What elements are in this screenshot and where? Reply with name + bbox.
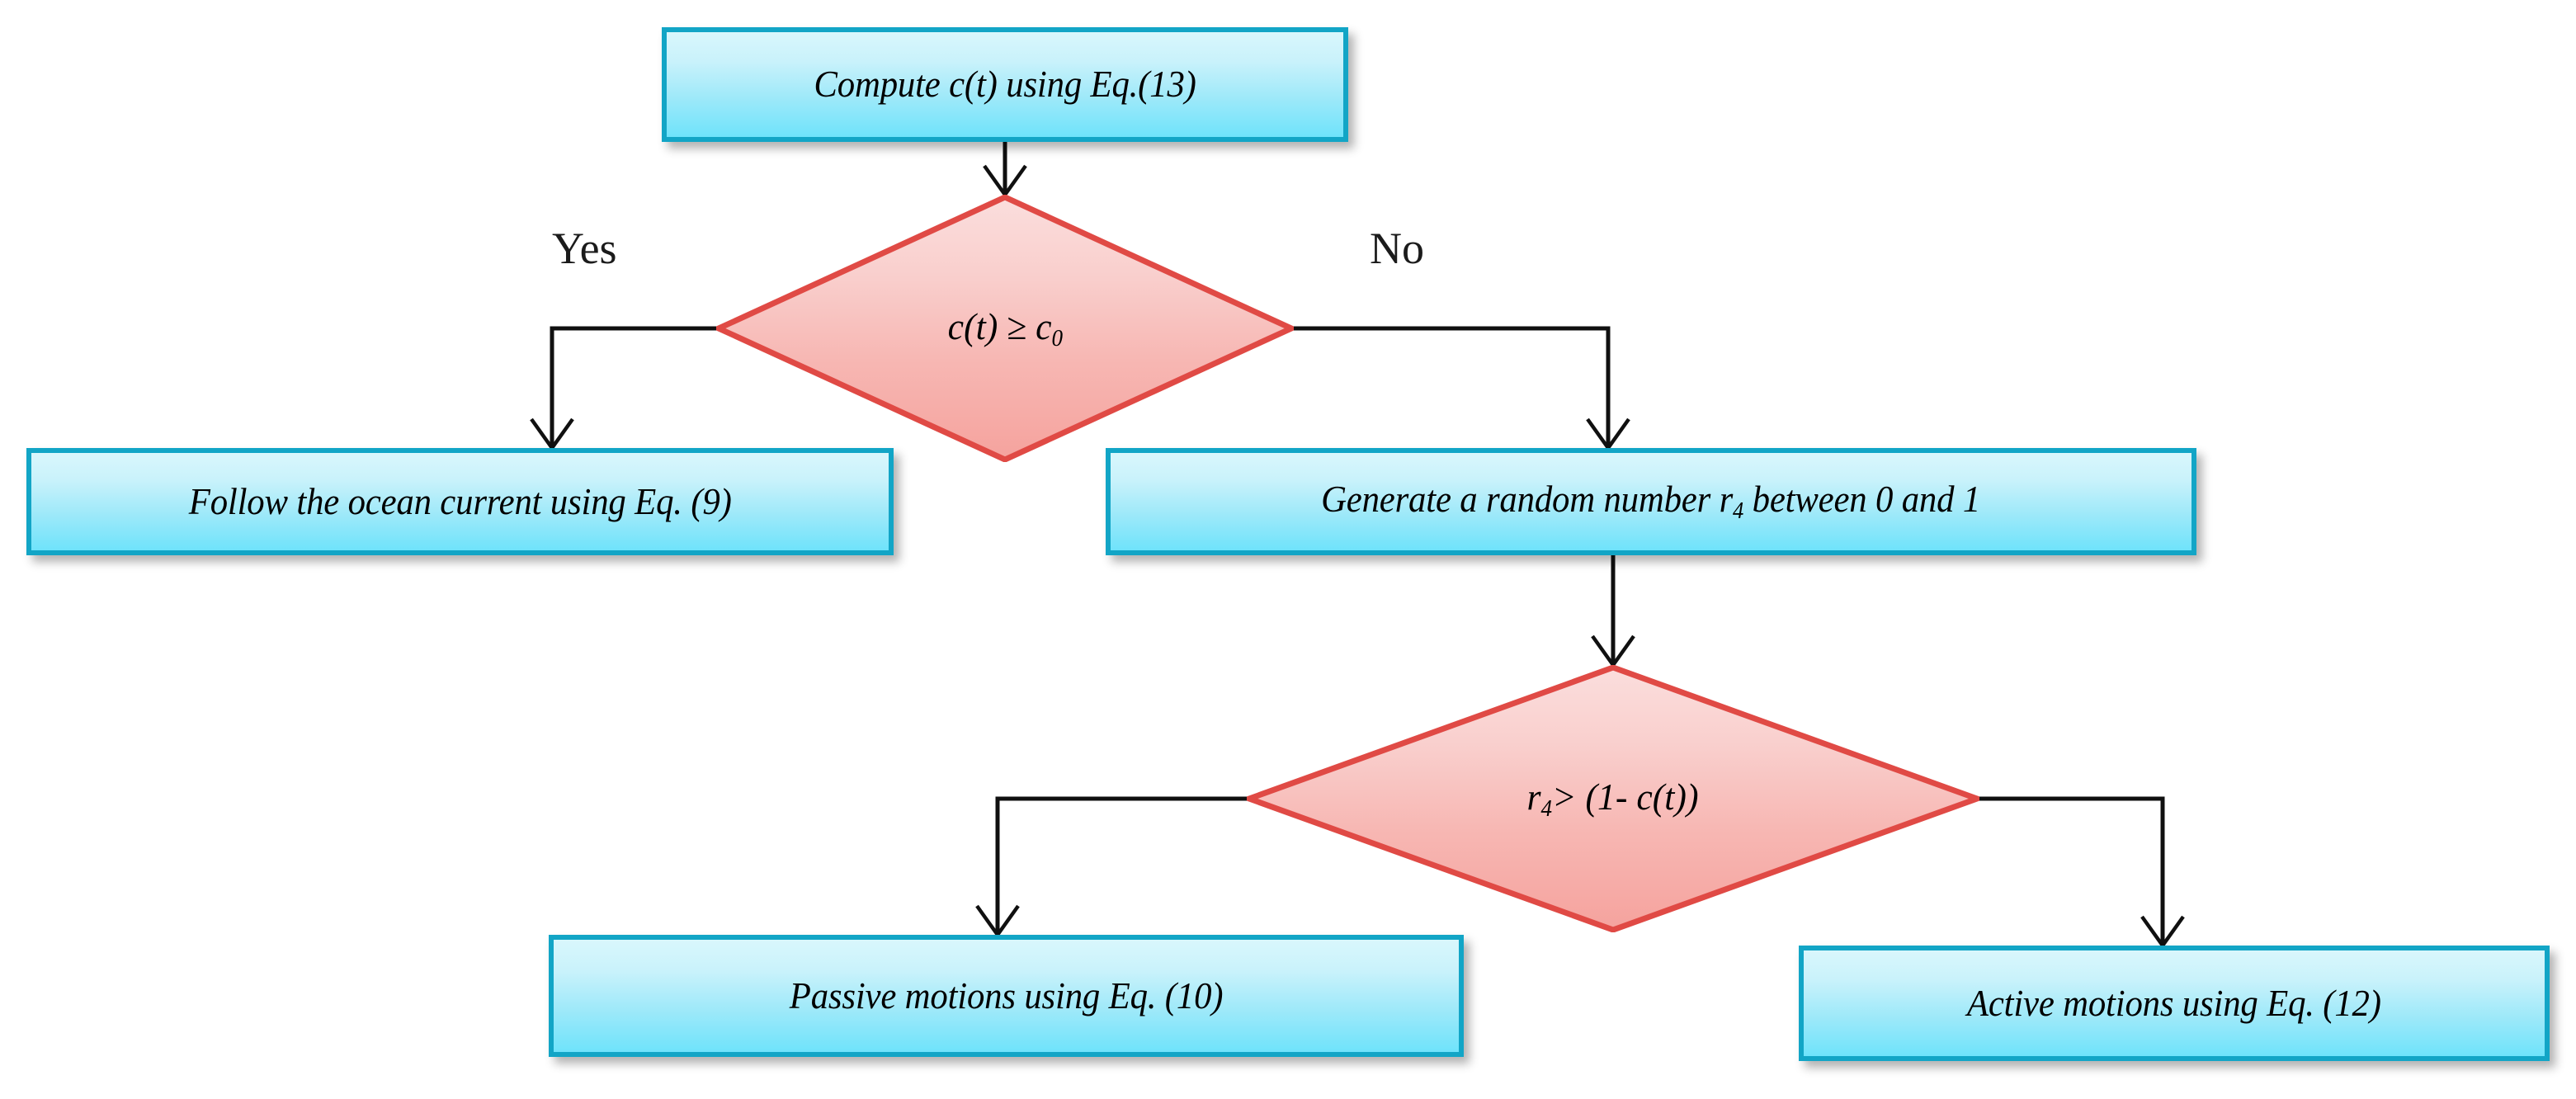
arrowhead-no-branch bbox=[1586, 417, 1630, 451]
connector-active-branch bbox=[1979, 796, 2165, 946]
process-follow-ocean-current[interactable]: Follow the ocean current using Eq. (9) bbox=[26, 448, 894, 555]
arrowhead-compute-to-decision bbox=[983, 164, 1027, 198]
process-generate-random-number-label: Generate a random number r4 between 0 an… bbox=[1311, 479, 1992, 524]
decision-ct-ge-c0[interactable]: c(t) ≥ c0 bbox=[716, 195, 1294, 462]
connector-no-branch bbox=[1294, 326, 1611, 448]
branch-label-no: No bbox=[1370, 224, 1424, 273]
decision-r4-gt-1-minus-ct[interactable]: r4> (1- c(t)) bbox=[1247, 665, 1979, 932]
decision-ct-ge-c0-border bbox=[716, 195, 1294, 462]
process-generate-random-number[interactable]: Generate a random number r4 between 0 an… bbox=[1106, 448, 2196, 555]
generate-text-after: between 0 and 1 bbox=[1743, 478, 1981, 521]
arrowhead-generate-to-decision bbox=[1591, 634, 1635, 668]
arrowhead-passive-branch bbox=[975, 904, 1020, 938]
connector-yes-branch bbox=[550, 326, 716, 448]
decision-r4-text-after: > (1- c(t)) bbox=[1552, 776, 1700, 818]
decision-r4-subscript: 4 bbox=[1540, 795, 1553, 822]
branch-label-yes: Yes bbox=[552, 224, 617, 273]
decision-r4-gt-1-minus-ct-label: r4> (1- c(t)) bbox=[1527, 775, 1699, 823]
decision-r4-text-before: r bbox=[1526, 776, 1541, 818]
process-passive-motions-label: Passive motions using Eq. (10) bbox=[789, 974, 1224, 1016]
process-active-motions[interactable]: Active motions using Eq. (12) bbox=[1799, 946, 2550, 1061]
decision-ct-ge-c0-subscript: 0 bbox=[1051, 325, 1063, 351]
process-follow-ocean-current-label: Follow the ocean current using Eq. (9) bbox=[188, 479, 732, 522]
process-compute-ct-label: Compute c(t) using Eq.(13) bbox=[814, 63, 1196, 106]
generate-text-before: Generate a random number r bbox=[1321, 478, 1734, 521]
connector-passive-branch bbox=[995, 796, 1247, 935]
generate-subscript: 4 bbox=[1733, 498, 1744, 525]
decision-ct-ge-c0-expr: c(t) ≥ c bbox=[947, 305, 1052, 347]
arrowhead-yes-branch bbox=[530, 417, 574, 451]
arrowhead-active-branch bbox=[2140, 915, 2185, 949]
decision-ct-ge-c0-label: c(t) ≥ c0 bbox=[947, 304, 1062, 352]
process-active-motions-label: Active motions using Eq. (12) bbox=[1967, 981, 2381, 1024]
process-compute-ct[interactable]: Compute c(t) using Eq.(13) bbox=[662, 27, 1348, 142]
process-passive-motions[interactable]: Passive motions using Eq. (10) bbox=[549, 935, 1464, 1057]
decision-r4-gt-1-minus-ct-border bbox=[1247, 665, 1979, 932]
